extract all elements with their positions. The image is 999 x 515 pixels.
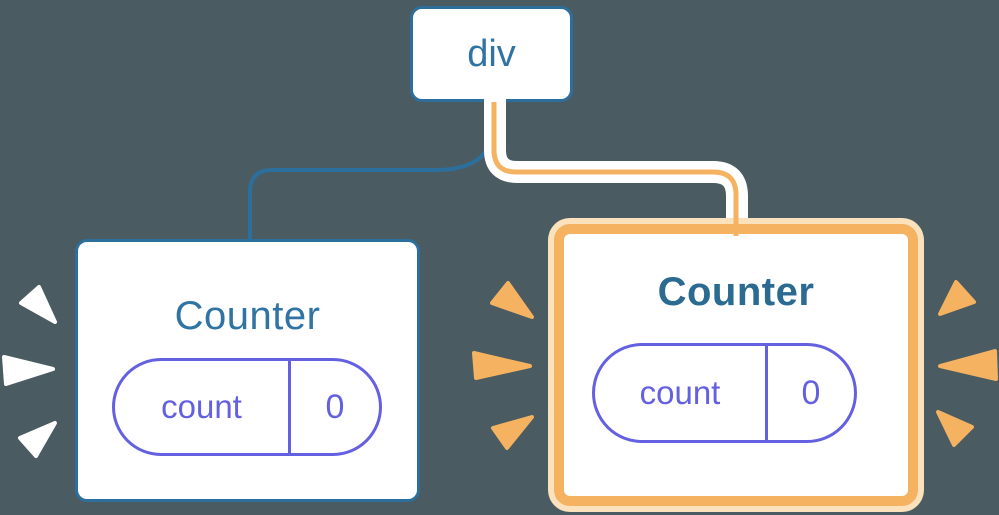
- state-value: 0: [288, 361, 379, 453]
- burst-triangle: [18, 421, 57, 458]
- counter-node-right-highlight-ring: Counter count 0: [548, 218, 924, 512]
- burst-triangle: [490, 281, 534, 319]
- state-value: 0: [765, 346, 854, 440]
- burst-triangle: [472, 351, 532, 380]
- state-pill: count 0: [112, 358, 382, 456]
- burst-triangle: [936, 410, 974, 447]
- burst-triangle: [491, 415, 534, 450]
- connector-right-highlighted: [491, 102, 739, 236]
- burst-marks-middle: [472, 281, 534, 450]
- counter-node-right: Counter count 0: [554, 224, 918, 506]
- burst-marks-left: [2, 285, 57, 458]
- burst-triangle: [19, 285, 57, 324]
- state-pill: count 0: [592, 343, 857, 443]
- state-key: count: [639, 374, 721, 411]
- root-node-div: div: [410, 6, 573, 102]
- counter-node-left: Counter count 0: [75, 239, 420, 502]
- connector-left: [248, 104, 496, 240]
- burst-triangle: [938, 280, 976, 316]
- counter-title: Counter: [657, 270, 815, 314]
- counter-title: Counter: [174, 294, 321, 338]
- burst-marks-right: [936, 280, 998, 447]
- burst-triangle: [2, 355, 55, 386]
- root-node-label: div: [467, 32, 516, 75]
- burst-triangle: [938, 349, 998, 381]
- state-key: count: [161, 388, 242, 425]
- connector-right-casing: [484, 92, 748, 218]
